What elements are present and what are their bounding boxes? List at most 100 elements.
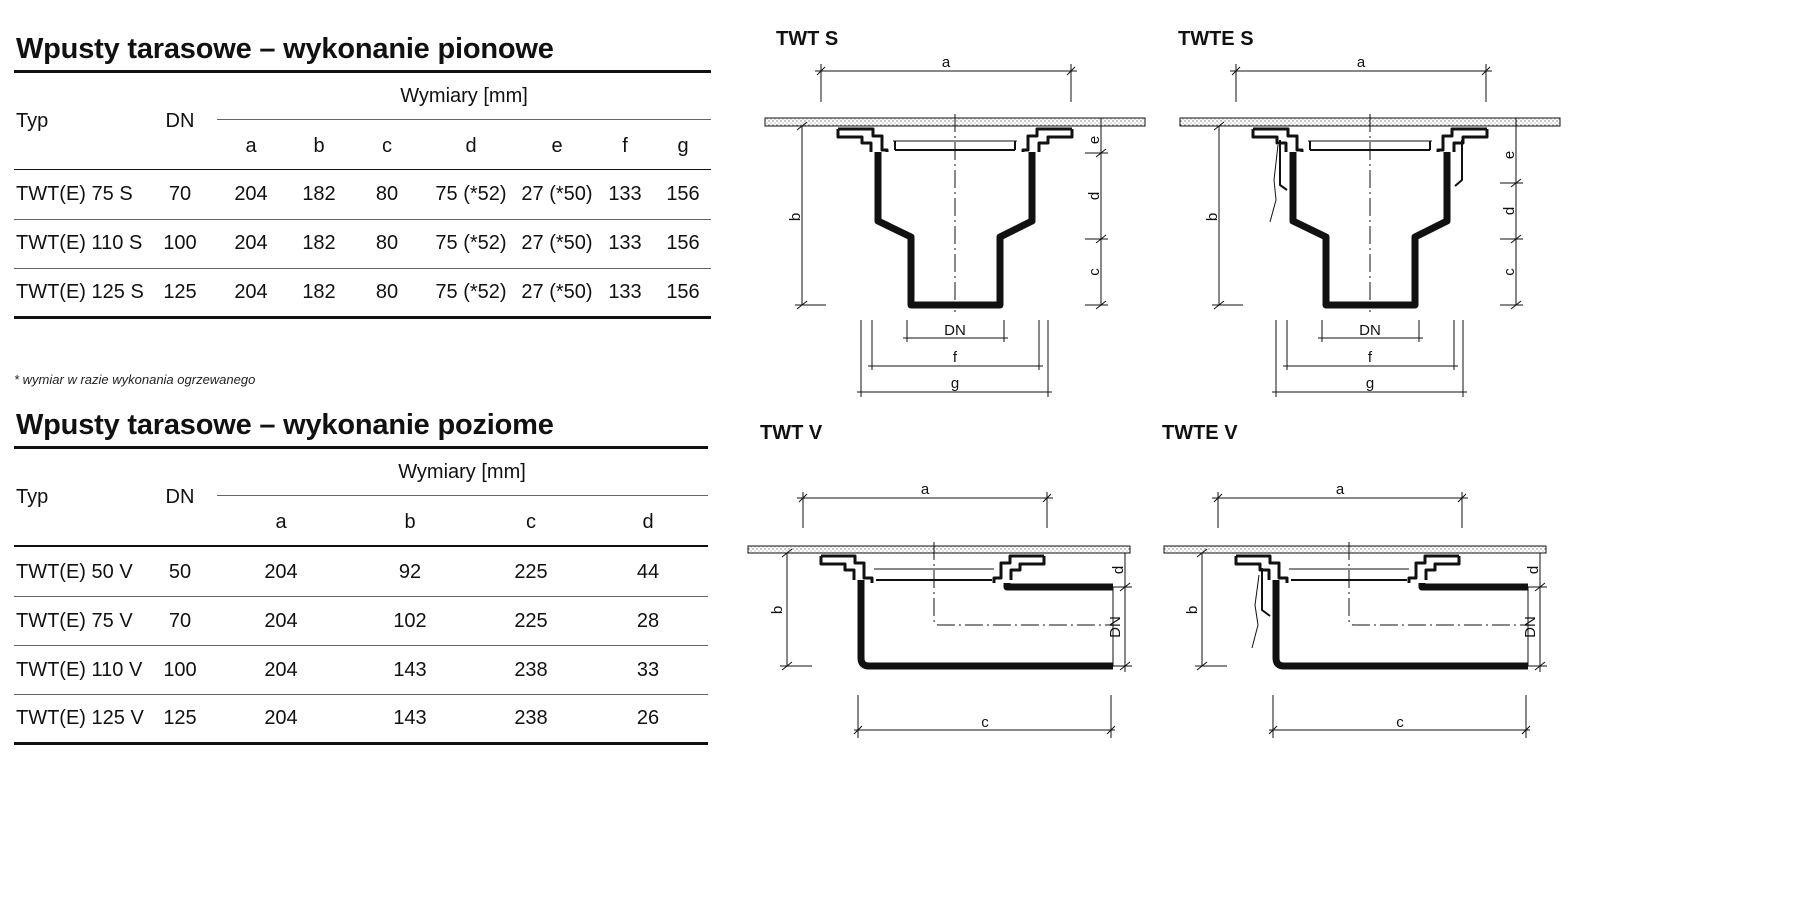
- row-typ: TWT(E) 110 V: [16, 659, 143, 681]
- cell-d: 75 (*52): [435, 281, 507, 303]
- dim-c-label: c: [981, 714, 989, 731]
- dim-f: f: [622, 135, 628, 157]
- drawing-twt-v: TWT V a: [747, 422, 1132, 738]
- group-rule: [217, 495, 708, 496]
- cell-a: 204: [264, 610, 298, 632]
- cell-a: 204: [264, 707, 298, 729]
- dim-c-label: c: [1396, 714, 1404, 731]
- row-typ: TWT(E) 125 V: [16, 707, 144, 729]
- header-rule: [14, 545, 708, 547]
- cell-a: 204: [234, 232, 268, 254]
- dim-a: a: [275, 511, 287, 533]
- footnote: * wymiar w razie wykonania ogrzewanego: [14, 372, 256, 387]
- cell-c: 238: [514, 707, 548, 729]
- cell-a: 204: [264, 561, 298, 583]
- group-header: Wymiary [mm]: [398, 461, 526, 483]
- dim-a: a: [245, 135, 257, 157]
- col-typ: Typ: [16, 110, 49, 132]
- cell-c: 225: [514, 561, 548, 583]
- table-bottom-rule: [14, 316, 711, 319]
- drawing-label: TWT S: [776, 28, 838, 50]
- cell-b: 182: [302, 232, 336, 254]
- cell-b: 182: [302, 281, 336, 303]
- dim-g-label: g: [1366, 375, 1374, 392]
- cell-g: 156: [666, 281, 700, 303]
- row-divider: [14, 694, 708, 695]
- cell-c: 80: [375, 232, 399, 254]
- cell-d: 44: [636, 561, 660, 583]
- cell-e: 27 (*50): [521, 281, 593, 303]
- cell-f: 133: [608, 183, 642, 205]
- row-dn: 100: [163, 232, 197, 254]
- cell-g: 156: [666, 232, 700, 254]
- dim-b-label: b: [769, 606, 786, 614]
- row-dn: 50: [168, 561, 192, 583]
- dim-c: c: [382, 135, 392, 157]
- dim-b: b: [404, 511, 416, 533]
- row-dn: 125: [163, 281, 197, 303]
- row-divider: [14, 645, 708, 646]
- dim-b-label: b: [1184, 606, 1201, 614]
- row-typ: TWT(E) 50 V: [16, 561, 133, 583]
- group-header: Wymiary [mm]: [400, 85, 528, 107]
- horizontal-table-title: Wpusty tarasowe – wykonanie poziome: [16, 409, 554, 441]
- dim-d-label: d: [1086, 192, 1103, 200]
- row-typ: TWT(E) 75 V: [16, 610, 133, 632]
- dim-e: e: [551, 135, 563, 157]
- row-typ: TWT(E) 110 S: [16, 232, 143, 254]
- dim-dn-label: DN: [1522, 616, 1539, 638]
- cell-d: 75 (*52): [435, 183, 507, 205]
- cell-d: 75 (*52): [435, 232, 507, 254]
- cell-e: 27 (*50): [521, 232, 593, 254]
- row-divider: [14, 219, 711, 220]
- dim-e-label: e: [1086, 136, 1103, 144]
- table-bottom-rule: [14, 742, 708, 745]
- drawing-twte-v: TWTE V a: [1162, 422, 1547, 738]
- cell-c: 80: [375, 183, 399, 205]
- row-dn: 70: [168, 610, 192, 632]
- cell-b: 92: [398, 561, 422, 583]
- header-rule: [14, 169, 711, 170]
- col-dn: DN: [165, 486, 195, 508]
- cell-a: 204: [234, 281, 268, 303]
- dim-f-label: f: [1368, 349, 1373, 366]
- dim-b: b: [313, 135, 325, 157]
- dim-a-label: a: [1336, 481, 1345, 498]
- dim-d: d: [642, 511, 654, 533]
- dim-dn-label: DN: [1107, 616, 1124, 638]
- dim-a-label: a: [942, 54, 951, 71]
- drawing-twte-s: TWTE S a b: [1178, 28, 1561, 397]
- cell-d: 33: [636, 659, 660, 681]
- row-dn: 70: [168, 183, 192, 205]
- drawing-label: TWTE S: [1178, 28, 1254, 50]
- vertical-table-title: Wpusty tarasowe – wykonanie pionowe: [16, 33, 554, 65]
- title-rule: [14, 446, 708, 449]
- dim-d-label: d: [1525, 566, 1542, 574]
- dim-c-label: c: [1501, 268, 1518, 276]
- cell-d: 28: [636, 610, 660, 632]
- drawing-label: TWTE V: [1162, 422, 1238, 444]
- title-rule: [14, 70, 711, 73]
- cell-b: 182: [302, 183, 336, 205]
- drawing-twt-s: TWT S a b: [764, 28, 1146, 397]
- dim-b-label: b: [787, 213, 804, 221]
- col-dn: DN: [165, 110, 195, 132]
- row-dn: 100: [163, 659, 197, 681]
- cell-b: 102: [393, 610, 427, 632]
- cell-e: 27 (*50): [521, 183, 593, 205]
- dim-g-label: g: [951, 375, 959, 392]
- dim-g: g: [677, 135, 689, 157]
- dim-dn-label: DN: [1359, 322, 1381, 339]
- cell-b: 143: [393, 707, 427, 729]
- cell-d: 26: [636, 707, 660, 729]
- row-typ: TWT(E) 125 S: [16, 281, 144, 303]
- dim-f-label: f: [953, 349, 958, 366]
- cell-c: 225: [514, 610, 548, 632]
- drawing-label: TWT V: [760, 422, 823, 444]
- dim-c: c: [526, 511, 536, 533]
- dim-e-label: e: [1501, 151, 1518, 159]
- cell-f: 133: [608, 281, 642, 303]
- row-divider: [14, 268, 711, 269]
- row-typ: TWT(E) 75 S: [16, 183, 133, 205]
